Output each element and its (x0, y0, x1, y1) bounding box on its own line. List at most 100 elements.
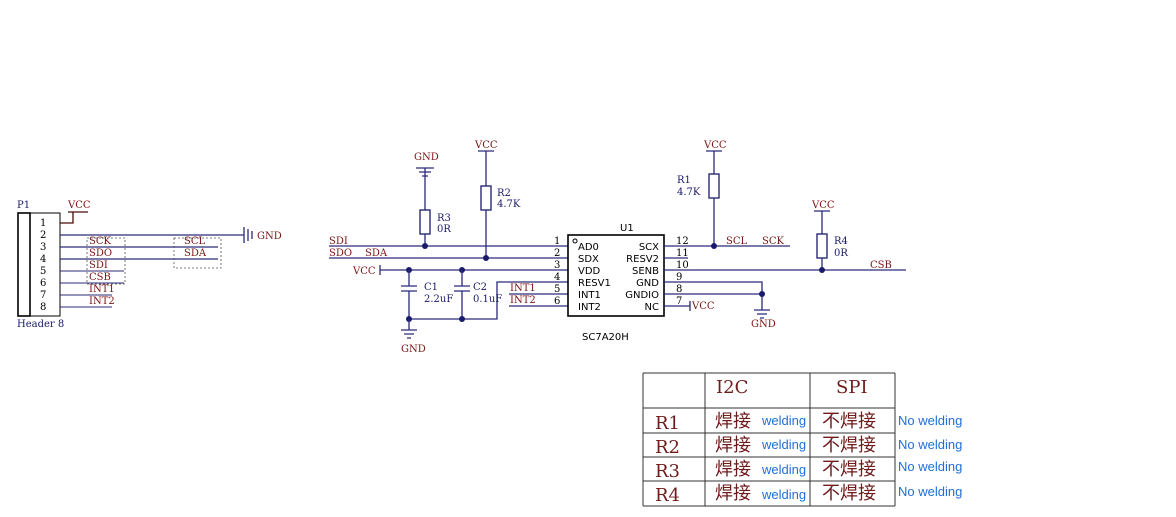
table-row-r3-spi-en: No welding (898, 459, 962, 474)
ic-pin-name-11: RESV2 (626, 254, 659, 265)
table-grid (642, 372, 896, 507)
r3-value: 0R (437, 224, 451, 235)
header-pin-8: 8 (40, 302, 46, 313)
ic-pin-num-3: 3 (554, 260, 560, 271)
junction-r3 (422, 243, 428, 249)
table-row-r2-ref: R2 (655, 437, 680, 458)
junction-r4 (819, 267, 825, 273)
header-name: Header 8 (17, 319, 64, 330)
net-scl-right: SCL (726, 236, 748, 247)
ic-pin-num-11: 11 (676, 248, 689, 259)
r3-ref: R3 (437, 213, 451, 224)
r2-ref: R2 (497, 188, 511, 199)
header-net-sdo: SDO (89, 248, 112, 259)
gnd-symbol-r3 (416, 167, 434, 210)
wire-pin7 (664, 301, 691, 311)
vcc-label-r4: VCC (811, 200, 835, 211)
r2-value: 4.7K (497, 199, 521, 210)
header-net-sdi: SDI (89, 260, 108, 271)
header-net-int2: INT2 (89, 296, 115, 307)
c1-ref: C1 (424, 282, 438, 293)
table-row-r2-spi: 不焊接 (822, 435, 876, 456)
header-pin-6: 6 (40, 278, 46, 289)
junction-gnd-right (759, 291, 765, 297)
net-sdo-left: SDO (329, 248, 352, 259)
header-alias-box-left (86, 237, 126, 285)
ic-pin-name-9: GND (636, 278, 659, 289)
header-vcc-wire (60, 211, 88, 224)
junction-r2 (483, 255, 489, 261)
ic-pin-name-5: INT1 (578, 290, 601, 301)
header-pin-7: 7 (40, 290, 46, 301)
table-row-r3-i2c-en: welding (761, 462, 806, 477)
ic-pin-name-7: NC (645, 302, 659, 313)
gnd-label-right: GND (751, 319, 776, 330)
welding-table: I2C SPI R1 焊接 welding 不焊接 No welding R2 … (642, 372, 962, 507)
ic-pin-num-6: 6 (554, 296, 560, 307)
table-row-r4-spi: 不焊接 (822, 483, 876, 504)
ic-pin-num-5: 5 (554, 284, 560, 295)
r1-ref: R1 (677, 175, 691, 186)
junction-r1 (711, 243, 717, 249)
table-row-r4-ref: R4 (655, 485, 680, 506)
header-pin-5: 5 (40, 266, 46, 277)
ic-left-network: SDI SDO SDA VCC GND R3 0R VCC R2 4.7K GN… (329, 140, 568, 355)
header-designator: P1 (17, 200, 30, 211)
net-csb-right: CSB (870, 260, 892, 271)
ic-body (567, 234, 665, 317)
gnd-symbol-right (754, 309, 770, 319)
table-row-r4-spi-en: No welding (898, 484, 962, 499)
table-row-r1-i2c-en: welding (761, 413, 806, 428)
ic-pin-name-2: SDX (578, 254, 599, 265)
junction-cap-bottom (459, 316, 465, 322)
table-row-r1-ref: R1 (655, 413, 680, 434)
ic-pin-name-4: RESV1 (578, 278, 611, 289)
capacitor-c1 (401, 270, 417, 319)
resistor-r1 (708, 173, 720, 199)
ic-pin-name-12: SCX (639, 242, 659, 253)
ic-pin-num-8: 8 (676, 284, 682, 295)
table-row-r1-i2c: 焊接 (715, 411, 751, 432)
header-p1: P1 Header 8 1 2 3 4 5 6 7 8 VCC GND SCK … (17, 200, 282, 330)
resistor-r3 (419, 209, 431, 235)
net-int1-left: INT1 (510, 283, 536, 294)
vcc-label-r1: VCC (703, 140, 727, 151)
header-net-csb: CSB (89, 272, 111, 283)
resistor-r2 (480, 185, 492, 211)
header-vcc-label: VCC (67, 200, 91, 211)
net-sck-right: SCK (762, 236, 785, 247)
net-vcc-left: VCC (352, 266, 376, 277)
net-vcc-right: VCC (691, 301, 715, 312)
ic-pin-name-3: VDD (578, 266, 601, 277)
table-row-r2-i2c-en: welding (761, 437, 806, 452)
ic-pin-num-1: 1 (554, 236, 560, 247)
header-net-int1: INT1 (89, 284, 115, 295)
table-header-spi: SPI (836, 377, 868, 398)
ic-pin-num-9: 9 (676, 272, 682, 283)
r4-value: 0R (834, 248, 848, 259)
vcc-symbol-r2 (478, 150, 494, 186)
ic-part: SC7A20H (582, 332, 629, 343)
ic-pin-name-1: AD0 (578, 242, 599, 253)
table-header-i2c: I2C (716, 377, 748, 398)
header-body (17, 212, 31, 317)
table-row-r1-spi: 不焊接 (822, 411, 876, 432)
header-alias-box-right (173, 237, 222, 269)
header-net-sck: SCK (89, 236, 112, 247)
header-pin-2: 2 (40, 230, 46, 241)
table-row-r4-i2c: 焊接 (715, 483, 751, 504)
gnd-label-caps: GND (401, 344, 426, 355)
header-alias-sda: SDA (184, 248, 207, 259)
ic-pin-num-12: 12 (676, 236, 689, 247)
r1-value: 4.7K (677, 187, 701, 198)
table-row-r3-i2c: 焊接 (715, 459, 751, 480)
gnd-label-r3: GND (414, 152, 439, 163)
header-gnd-label: GND (257, 231, 282, 242)
header-pin-4: 4 (40, 254, 46, 265)
table-row-r3-spi: 不焊接 (822, 459, 876, 480)
c1-value: 2.2uF (424, 294, 453, 305)
ic-pin-num-4: 4 (554, 272, 560, 283)
wire-cap-gnd-resv1 (409, 281, 568, 320)
ic-u1: U1 SC7A20H AD0 SDX VDD RESV1 INT1 INT2 S… (567, 223, 665, 343)
